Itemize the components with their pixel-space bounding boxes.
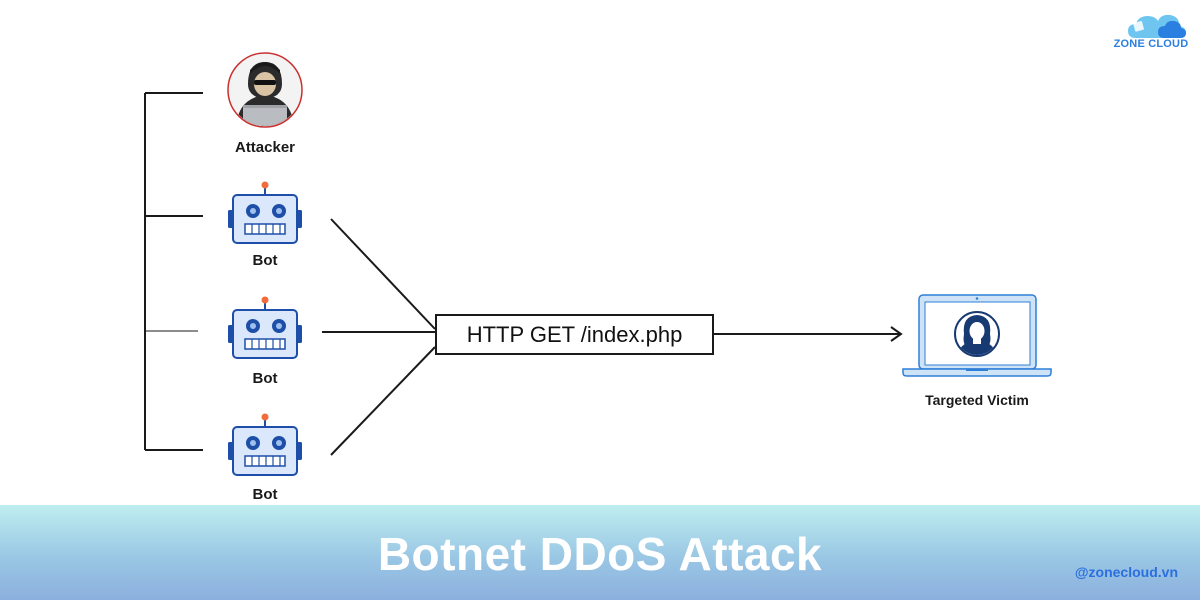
bot-icon	[228, 181, 302, 244]
http-request-box: HTTP GET /index.php	[435, 314, 714, 355]
request-arrow	[714, 326, 903, 342]
http-request-text: HTTP GET /index.php	[466, 321, 683, 347]
social-handle: @zonecloud.vn	[1074, 564, 1178, 580]
connector-bot-1	[330, 218, 436, 330]
attacker-icon	[227, 52, 303, 128]
victim-label: Targeted Victim	[925, 392, 1029, 408]
connector-bot-3	[330, 346, 436, 456]
bot-label: Bot	[252, 252, 278, 269]
bot-to-request-connectors	[322, 218, 436, 456]
cloud-logo-icon	[1128, 14, 1186, 38]
bot-icon	[228, 413, 302, 476]
banner-title: Botnet DDoS Attack	[377, 528, 823, 580]
victim-laptop-icon	[902, 294, 1052, 377]
bot-label: Bot	[252, 370, 278, 387]
victim-avatar-icon	[954, 311, 1000, 357]
bot-label: Bot	[252, 486, 278, 503]
command-bracket	[144, 92, 203, 451]
title-banner: Botnet DDoS Attack @zonecloud.vn	[0, 505, 1200, 600]
attacker-label: Attacker	[234, 139, 296, 156]
botnet-diagram	[144, 52, 1052, 476]
logo-text: ZONE CLOUD	[1113, 38, 1189, 50]
bot-icon	[228, 296, 302, 359]
